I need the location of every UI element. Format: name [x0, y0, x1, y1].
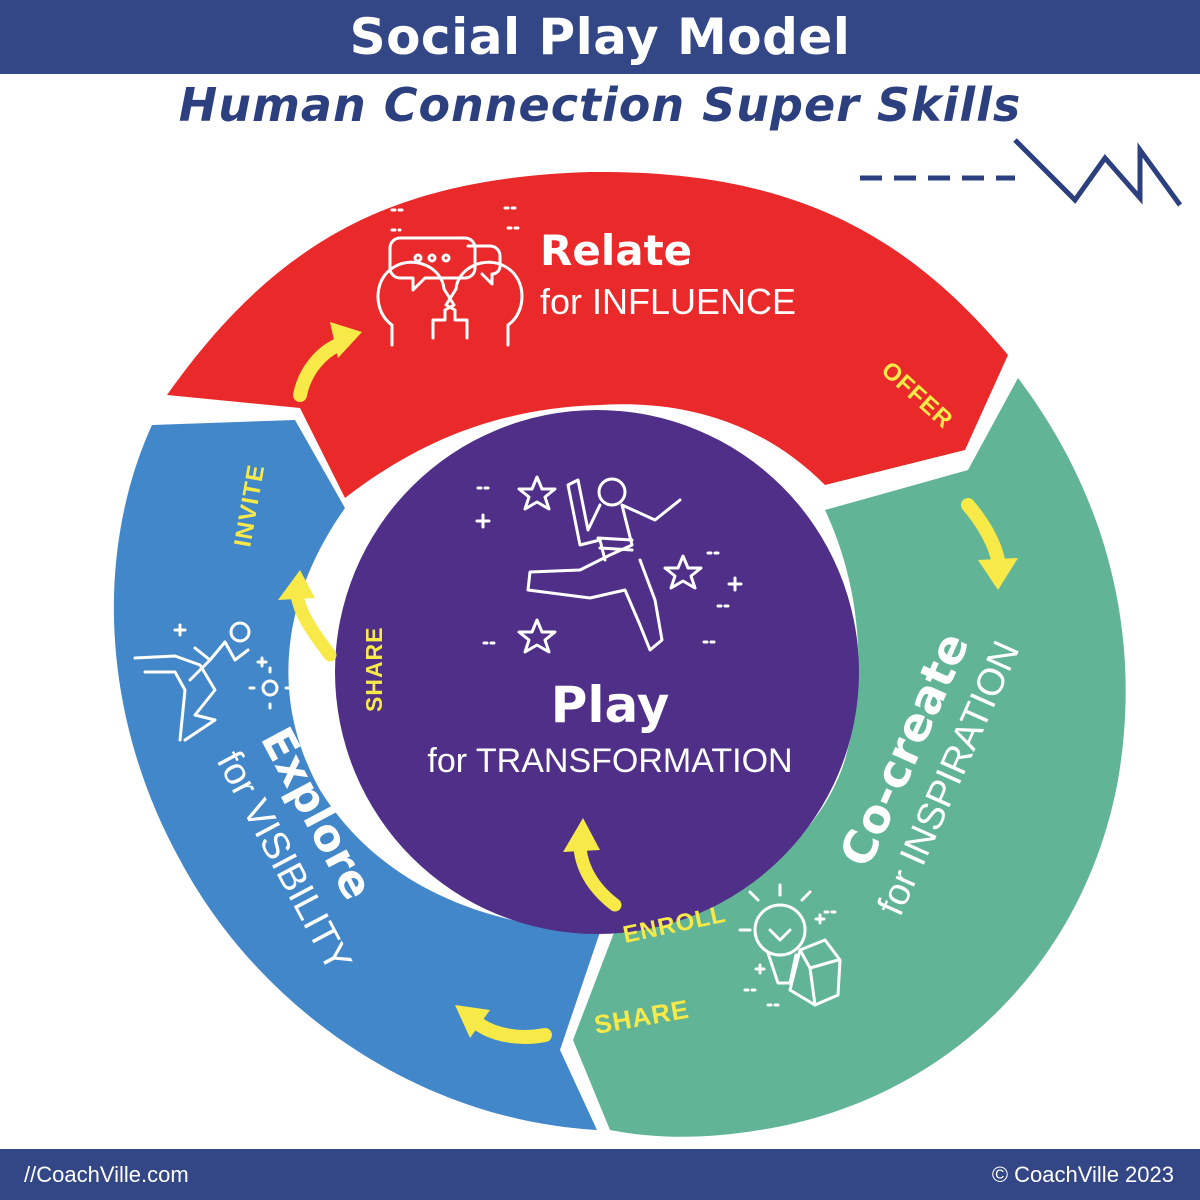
explore-climber-icon: [133, 621, 292, 742]
explore-segment: [113, 420, 601, 1130]
cocreate-lightbulb-icon: [738, 883, 842, 1007]
play-title: Play: [551, 676, 670, 734]
arrow-invite-icon: [278, 570, 337, 662]
share-inner-label: SHARE: [361, 626, 387, 712]
relate-segment: [167, 171, 1008, 499]
flow-arrows: [278, 322, 1018, 1044]
title-bar: Social Play Model: [0, 0, 1200, 74]
zigzag-decoration: [860, 138, 1183, 207]
play-dancer-icon: [475, 475, 743, 654]
play-subtitle: for TRANSFORMATION: [427, 742, 792, 780]
play-center-circle: [335, 410, 859, 934]
arrow-relate-icon: [293, 322, 362, 402]
arrow-play-icon: [563, 818, 622, 912]
page-title: Social Play Model: [349, 8, 851, 66]
social-play-diagram: Relate for INFLUENCE Play for TRANSFORMA…: [113, 138, 1183, 1137]
footer-copyright: © CoachVille 2023: [991, 1162, 1174, 1187]
relate-heads-icon: [376, 206, 524, 347]
arrow-explore-icon: [455, 1005, 552, 1044]
relate-title: Relate: [540, 226, 692, 275]
footer-website: //CoachVille.com: [24, 1162, 189, 1187]
arrow-cocreate-icon: [961, 498, 1018, 590]
footer-bar: //CoachVille.com © CoachVille 2023: [0, 1149, 1200, 1200]
relate-subtitle: for INFLUENCE: [540, 281, 796, 322]
page-subtitle: Human Connection Super Skills: [178, 78, 1022, 132]
